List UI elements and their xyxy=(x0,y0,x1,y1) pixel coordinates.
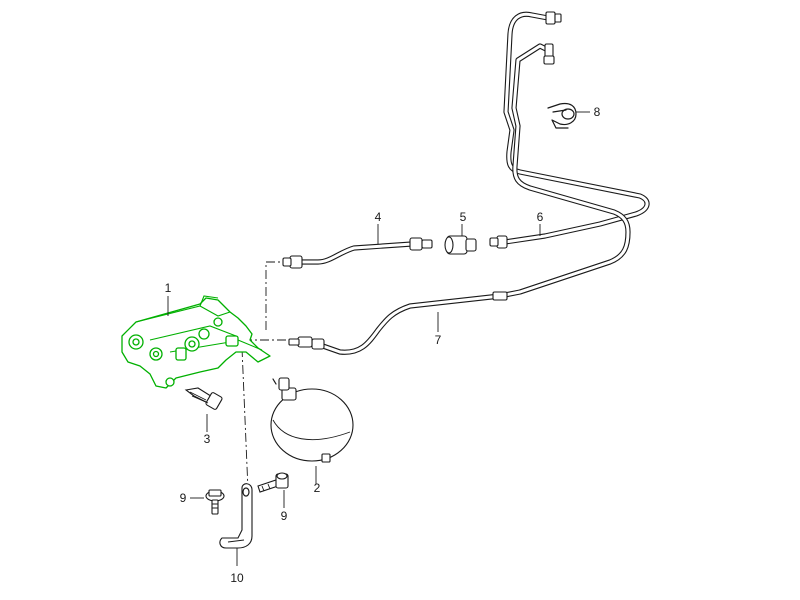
callout-4[interactable]: 4 xyxy=(374,210,382,224)
accumulator-2[interactable] xyxy=(270,377,354,463)
callout-1[interactable]: 1 xyxy=(164,281,172,295)
callout-9-left[interactable]: 9 xyxy=(179,491,187,505)
valve-unit-1[interactable] xyxy=(121,295,271,389)
callout-5[interactable]: 5 xyxy=(459,210,467,224)
assembly-line-upper xyxy=(265,261,283,330)
pipe-7[interactable] xyxy=(288,43,631,355)
callout-6[interactable]: 6 xyxy=(536,210,544,224)
callout-9-right[interactable]: 9 xyxy=(280,509,288,523)
bolt-9-left[interactable] xyxy=(205,489,225,515)
coupling-5[interactable] xyxy=(444,235,477,255)
bracket-10[interactable] xyxy=(219,483,253,549)
bolt-9-right[interactable] xyxy=(257,472,289,493)
callout-7[interactable]: 7 xyxy=(434,333,442,347)
callout-3[interactable]: 3 xyxy=(203,432,211,446)
callout-2[interactable]: 2 xyxy=(313,481,321,495)
callout-8[interactable]: 8 xyxy=(593,105,601,119)
pipe-4[interactable] xyxy=(282,237,433,269)
pipe-6[interactable] xyxy=(489,11,650,249)
leader-lines xyxy=(167,111,590,566)
bolt-3[interactable] xyxy=(184,387,223,410)
assembly-line-lower xyxy=(241,347,249,491)
callout-10[interactable]: 10 xyxy=(230,571,244,585)
clip-8[interactable] xyxy=(547,102,577,129)
